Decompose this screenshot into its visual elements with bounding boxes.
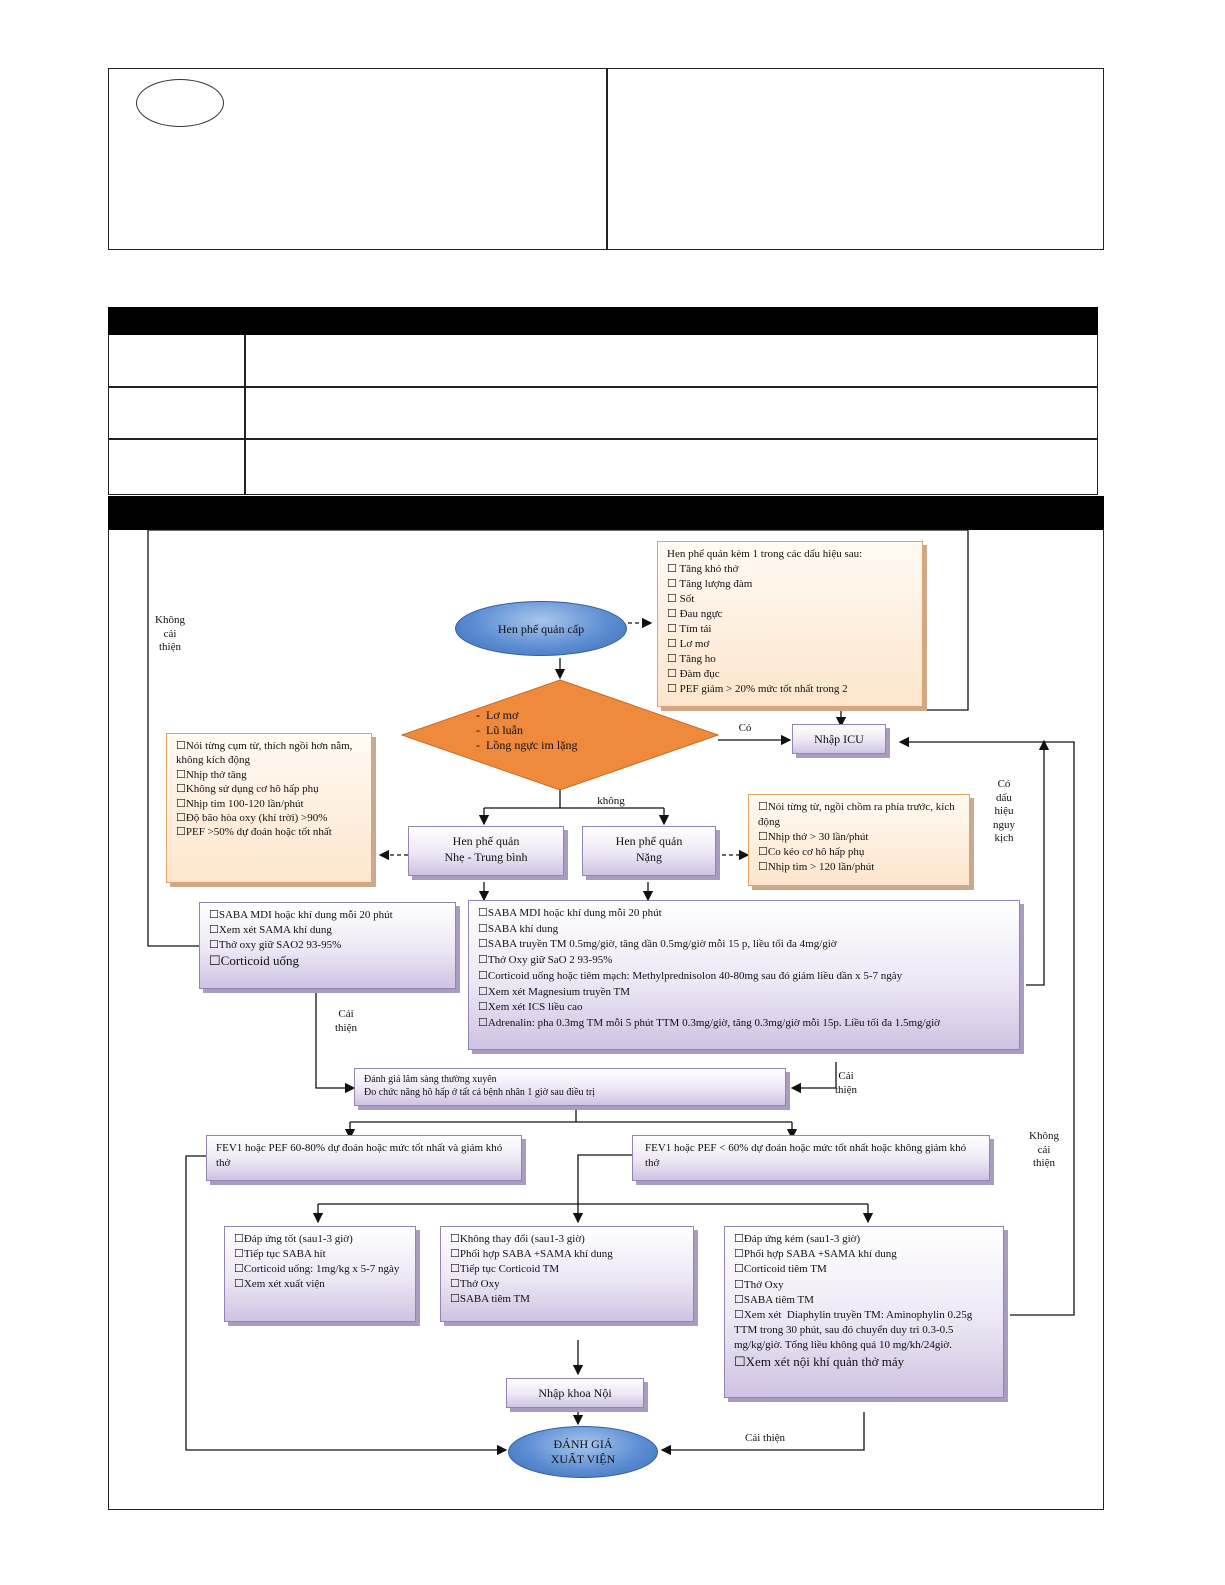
severe-treatment-item: ☐Xem xét Magnesium truyền TM xyxy=(478,985,631,998)
poor-response-item: ☐Thở Oxy xyxy=(734,1278,784,1291)
poor-response-item: ☐Xem xét nội khí quản thở máy xyxy=(734,1353,905,1369)
poor-response-item: ☐Corticoid tiêm TM xyxy=(734,1263,827,1276)
severe-treatment-item: ☐Adrenalin: pha 0.3mg TM mỗi 5 phút TTM … xyxy=(478,1016,940,1029)
fev-good-label: FEV1 hoặc PEF 60-80% dự đoán hoặc mức tố… xyxy=(216,1142,506,1169)
good-response-item: ☐Tiếp tục SABA hít xyxy=(234,1248,326,1260)
logo-oval xyxy=(136,79,224,127)
poor-response-item: ☐Đáp ứng kém (sau1-3 giờ) xyxy=(734,1233,861,1245)
signs-item: ☐ Tím tái xyxy=(667,623,712,635)
label-no-improvement-left: Không cải thiện xyxy=(155,614,185,653)
severe-sign: ☐Nói từng từ, ngồi chồm ra phía trước, k… xyxy=(758,801,958,828)
mild-signs-box: ☐Nói từng cụm từ, thích ngồi hơn nằm, kh… xyxy=(166,733,372,883)
signs-item: ☐ Tăng lượng đàm xyxy=(667,578,753,590)
mild-sign: ☐Độ bão hòa oxy (khí trời) >90% xyxy=(176,812,328,825)
start-oval: Hen phế quản cấp xyxy=(455,601,627,656)
icu-box: Nhập ICU xyxy=(792,724,886,754)
decision-text: - Lơ mơ - Lũ luẫn - Lồng ngực im lặng xyxy=(476,708,646,753)
info-table-row-divider xyxy=(109,386,1097,388)
label-yes: Có xyxy=(738,722,752,734)
no-change-box: ☐Không thay đổi (sau1-3 giờ) ☐Phối hợp S… xyxy=(440,1226,694,1322)
label-no: không xyxy=(597,795,625,807)
label-no-improvement-right: Không cải thiện xyxy=(1029,1130,1059,1169)
signs-item: ☐ Đau ngực xyxy=(667,608,723,620)
fev-bad-label: FEV1 hoặc PEF < 60% dự đoán hoặc mức tốt… xyxy=(645,1142,969,1169)
severe-box: Hen phế quản Nặng xyxy=(582,826,716,876)
signs-item: ☐ Sốt xyxy=(667,593,695,605)
ward-label: Nhập khoa Nội xyxy=(538,1386,612,1400)
label-improved-bottom: Cải thiện xyxy=(744,1432,786,1444)
assessment-line: Đo chức năng hô hấp ở tất cả bệnh nhân 1… xyxy=(364,1087,595,1098)
severe-treatment-box: ☐SABA MDI hoặc khí dung mỗi 20 phút ☐SAB… xyxy=(468,900,1020,1050)
header-table xyxy=(108,68,1104,250)
severe-treatment-item: ☐Corticoid uống hoặc tiêm mạch: Methylpr… xyxy=(478,969,903,982)
assessment-box: Đánh giá lâm sàng thường xuyên Đo chức n… xyxy=(354,1068,786,1106)
decision-item: - Lồng ngực im lặng xyxy=(476,738,578,752)
severe-treatment-item: ☐SABA MDI hoặc khí dung mỗi 20 phút xyxy=(478,907,662,919)
mild-sign: ☐Nhịp thở tăng xyxy=(176,768,247,781)
severe-label: Hen phế quản Nặng xyxy=(615,834,683,864)
icu-label: Nhập ICU xyxy=(814,732,864,746)
mild-treatment-box: ☐SABA MDI hoặc khí dung mỗi 20 phút ☐Xem… xyxy=(199,902,456,989)
signs-item: ☐ Lơ mơ xyxy=(667,638,710,650)
info-table-column-divider xyxy=(244,335,246,494)
flowchart-frame xyxy=(108,530,1104,1510)
no-change-item: ☐Thở Oxy xyxy=(450,1278,500,1290)
good-response-item: ☐Đáp ứng tốt (sau1-3 giờ) xyxy=(234,1233,353,1245)
fev-bad-box: FEV1 hoặc PEF < 60% dự đoán hoặc mức tốt… xyxy=(632,1135,990,1181)
fev-good-box: FEV1 hoặc PEF 60-80% dự đoán hoặc mức tố… xyxy=(206,1135,522,1181)
decision-diamond xyxy=(400,679,720,791)
mild-treatment-item: ☐Xem xét SAMA khí dung xyxy=(209,924,332,936)
mild-sign: ☐Không sử dụng cơ hô hấp phụ xyxy=(176,783,319,796)
poor-response-item: ☐Xem xét Diaphylin truyền TM: Aminophyli… xyxy=(734,1309,975,1352)
mild-sign: ☐Nhịp tim 100-120 lần/phút xyxy=(176,797,304,810)
assessment-line: Đánh giá lâm sàng thường xuyên xyxy=(364,1074,497,1085)
severe-sign: ☐Co kéo cơ hô hấp phụ xyxy=(758,846,865,858)
good-response-box: ☐Đáp ứng tốt (sau1-3 giờ) ☐Tiếp tục SABA… xyxy=(224,1226,416,1322)
decision-item: - Lũ luẫn xyxy=(476,723,523,737)
signs-title: Hen phế quản kèm 1 trong các dấu hiệu sa… xyxy=(667,548,863,560)
signs-item: ☐ Tăng ho xyxy=(667,653,716,665)
signs-item: ☐ PEF giảm > 20% mức tốt nhất trong 2 xyxy=(667,683,848,695)
decision-item: - Lơ mơ xyxy=(476,708,519,722)
mild-label: Hen phế quản Nhẹ - Trung bình xyxy=(444,834,528,864)
info-table-row-divider xyxy=(109,438,1097,440)
header-divider xyxy=(606,69,608,249)
severe-signs-box: ☐Nói từng từ, ngồi chồm ra phía trước, k… xyxy=(748,794,970,886)
mild-treatment-item: ☐Thở oxy giữ SAO2 93-95% xyxy=(209,939,342,951)
info-table xyxy=(108,335,1098,495)
mild-treatment-item: ☐Corticoid uống xyxy=(209,953,300,968)
no-change-item: ☐Tiếp tục Corticoid TM xyxy=(450,1263,560,1275)
poor-response-box: ☐Đáp ứng kém (sau1-3 giờ) ☐Phối hợp SABA… xyxy=(724,1226,1004,1398)
label-improved-right: Cải thiện xyxy=(835,1070,857,1096)
severe-treatment-item: ☐SABA khí dung xyxy=(478,922,559,935)
mild-treatment-item: ☐SABA MDI hoặc khí dung mỗi 20 phút xyxy=(209,909,393,921)
end-label: ĐÁNH GIÁ XUẤT VIỆN xyxy=(550,1437,616,1466)
start-label: Hen phế quản cấp xyxy=(497,621,585,636)
severe-treatment-item: ☐Thở Oxy giữ SaO 2 93-95% xyxy=(478,954,613,967)
severe-sign: ☐Nhịp thở > 30 lần/phút xyxy=(758,831,869,843)
label-danger-signs: Có dấu hiệu nguy kịch xyxy=(993,778,1015,844)
end-oval: ĐÁNH GIÁ XUẤT VIỆN xyxy=(508,1426,658,1478)
mild-box: Hen phế quản Nhẹ - Trung bình xyxy=(408,826,564,876)
no-change-item: ☐SABA tiêm TM xyxy=(450,1293,530,1305)
good-response-item: ☐Xem xét xuất viện xyxy=(234,1278,325,1290)
poor-response-item: ☐Phối hợp SABA +SAMA khí dung xyxy=(734,1248,897,1261)
section-header-bar xyxy=(108,307,1098,335)
flowchart-header-bar xyxy=(108,496,1104,530)
severe-treatment-item: ☐SABA truyền TM 0.5mg/giờ, tăng dần 0.5m… xyxy=(478,938,837,951)
severe-treatment-item: ☐Xem xét ICS liều cao xyxy=(478,1001,583,1014)
no-change-item: ☐Không thay đổi (sau1-3 giờ) xyxy=(450,1233,585,1245)
mild-sign: ☐Nói từng cụm từ, thích ngồi hơn nằm, kh… xyxy=(176,740,356,767)
label-improved-left: Cải thiện xyxy=(335,1008,357,1034)
poor-response-item: ☐SABA tiêm TM xyxy=(734,1293,814,1306)
signs-box: Hen phế quản kèm 1 trong các dấu hiệu sa… xyxy=(657,541,923,707)
ward-box: Nhập khoa Nội xyxy=(506,1378,644,1408)
severe-sign: ☐Nhịp tim > 120 lần/phút xyxy=(758,861,875,873)
no-change-item: ☐Phối hợp SABA +SAMA khí dung xyxy=(450,1248,613,1260)
signs-item: ☐ Đàm đục xyxy=(667,668,720,680)
signs-item: ☐ Tăng khó thở xyxy=(667,563,739,575)
good-response-item: ☐Corticoid uống: 1mg/kg x 5-7 ngày xyxy=(234,1263,400,1275)
mild-sign: ☐PEF >50% dự đoán hoặc tốt nhất xyxy=(176,826,332,839)
